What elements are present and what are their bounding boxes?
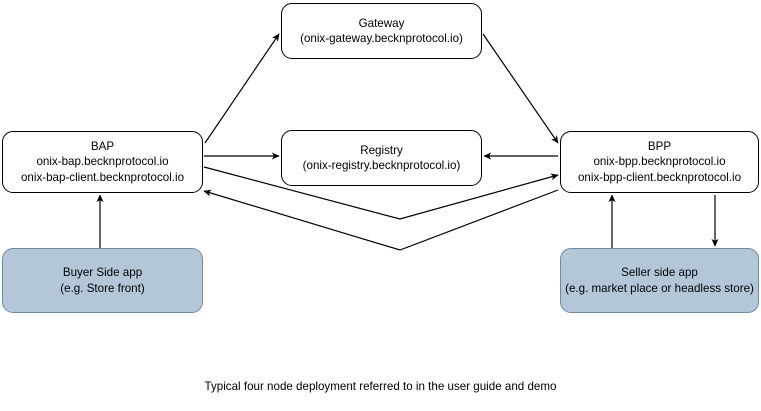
node-registry-hostname: (onix-registry.becknprotocol.io) [302,159,461,172]
node-bap[interactable]: BAP onix-bap.becknprotocol.io onix-bap-c… [2,131,203,193]
node-buyer-title: Buyer Side app [62,266,143,279]
edge-bap-to-gateway [204,33,280,144]
node-gateway[interactable]: Gateway (onix-gateway.becknprotocol.io) [281,3,482,59]
node-seller-side-app[interactable]: Seller side app (e.g. market place or he… [560,248,759,313]
node-gateway-title: Gateway [358,16,405,30]
node-bap-hostname: onix-bap.becknprotocol.io [36,155,169,169]
node-seller-example: (e.g. market place or headless store) [565,281,754,295]
node-buyer-example: (e.g. Store front) [60,281,145,295]
node-bap-title: BAP [90,139,115,153]
node-buyer-side-app[interactable]: Buyer Side app (e.g. Store front) [2,248,203,313]
node-bpp[interactable]: BPP onix-bpp.becknprotocol.io onix-bpp-c… [560,131,759,193]
node-bpp-title: BPP [647,139,672,153]
node-registry[interactable]: Registry (onix-registry.becknprotocol.io… [281,130,482,186]
diagram-caption: Typical four node deployment referred to… [204,380,557,393]
edge-bpp-to-bap [203,189,559,251]
node-bpp-client-hostname: onix-bpp-client.becknprotocol.io [577,170,742,184]
node-bap-client-hostname: onix-bap-client.becknprotocol.io [20,170,185,184]
node-seller-title: Seller side app [621,266,698,279]
node-gateway-hostname: (onix-gateway.becknprotocol.io) [300,32,463,45]
node-registry-title: Registry [360,143,403,157]
edge-gateway-to-bpp [482,33,559,144]
node-bpp-hostname: onix-bpp.becknprotocol.io [593,155,726,169]
